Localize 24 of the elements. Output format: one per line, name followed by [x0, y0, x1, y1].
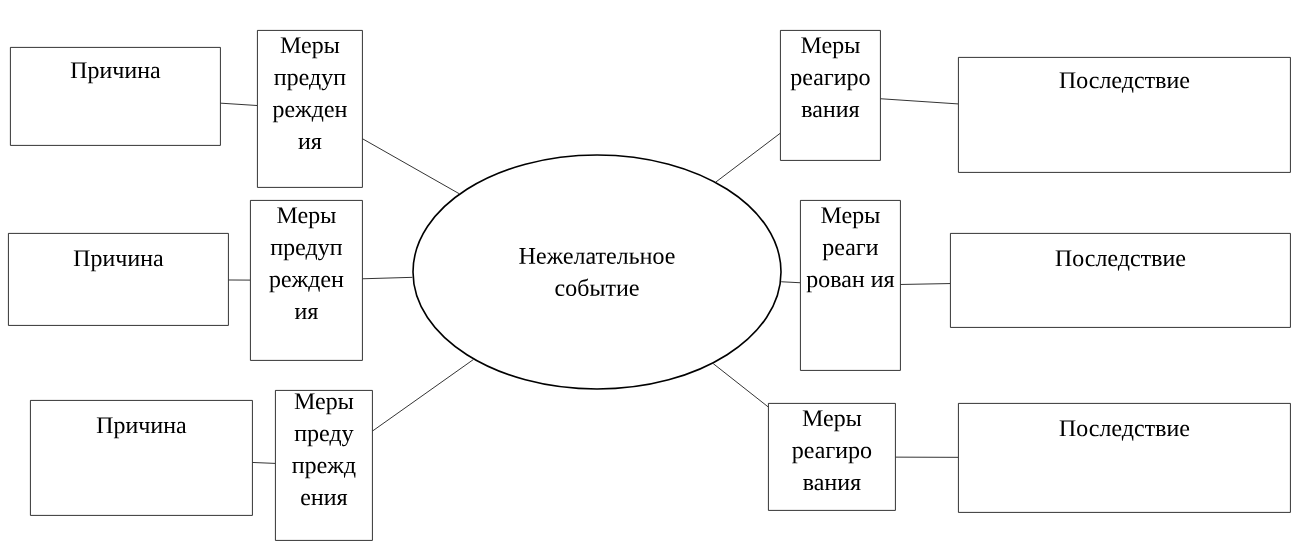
consequence-box: Последствие — [958, 57, 1291, 173]
measure-box: Меры реаги рован ия — [800, 200, 901, 371]
connector-line — [362, 138, 460, 195]
measure-box: Меры предуп режден ия — [257, 30, 363, 188]
consequence-box: Последствие — [950, 233, 1291, 328]
measure-box: Меры реагиро вания — [780, 30, 881, 161]
connector-line — [252, 462, 276, 464]
cause-box: Причина — [10, 47, 221, 146]
consequence-box: Последствие — [958, 403, 1291, 513]
connector-line — [362, 276, 413, 280]
connector-line — [372, 359, 474, 432]
connector-line — [220, 102, 258, 106]
cause-box: Причина — [30, 400, 253, 516]
connector-line — [900, 283, 951, 285]
connector-line — [715, 133, 781, 183]
connector-line — [780, 281, 801, 284]
connector-line — [228, 279, 251, 281]
measure-box: Меры преду прежд ения — [275, 390, 373, 541]
connector-line — [880, 98, 959, 105]
connector-line — [712, 363, 769, 408]
cause-box: Причина — [8, 233, 229, 326]
connector-line — [895, 456, 959, 458]
measure-box: Меры реагиро вания — [768, 403, 896, 511]
measure-box: Меры предуп режден ия — [250, 200, 363, 361]
